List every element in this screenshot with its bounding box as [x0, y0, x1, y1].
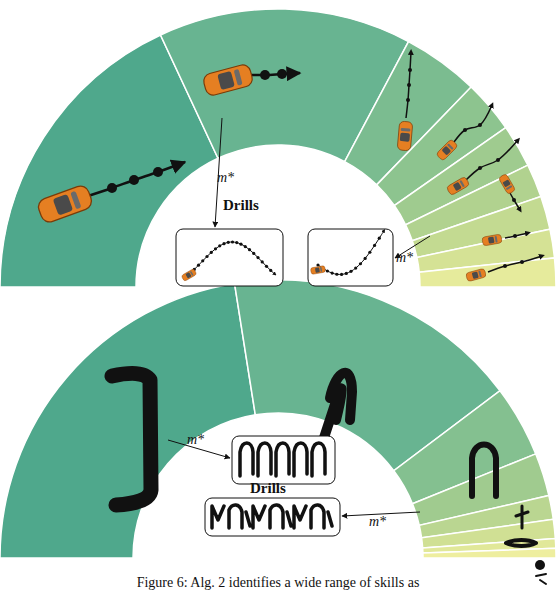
skill-fan	[0, 9, 556, 287]
waypoint	[478, 166, 482, 170]
drill-box	[205, 498, 340, 536]
waypoint	[520, 260, 524, 264]
pen-stroke	[112, 373, 151, 505]
skill-wedge	[423, 548, 556, 558]
trajectory	[510, 193, 520, 210]
waypoint	[277, 69, 287, 79]
drill-box	[176, 229, 283, 286]
waypoint	[153, 167, 163, 177]
skill-wedge	[419, 258, 556, 287]
trajectory	[505, 233, 528, 238]
waypoint	[478, 123, 482, 127]
trajectory	[488, 256, 542, 272]
mapping-label: m*	[396, 251, 413, 265]
pen-stroke	[472, 445, 496, 497]
pen-stroke	[506, 540, 536, 546]
waypoint	[260, 70, 270, 80]
car	[202, 63, 254, 97]
waypoint	[512, 198, 516, 202]
waypoint	[513, 234, 517, 238]
figure-caption: Figure 6: Alg. 2 identifies a wide range…	[0, 575, 556, 591]
car	[446, 176, 470, 195]
car	[397, 121, 413, 151]
mapping-label: m*	[369, 515, 386, 529]
pen-dot	[535, 560, 545, 570]
mapping-label: m*	[187, 433, 204, 447]
car	[466, 268, 487, 281]
drill-strokes	[212, 505, 332, 528]
waypoint	[407, 83, 411, 87]
car	[436, 139, 458, 161]
trajectory	[454, 105, 492, 142]
skill-fan	[0, 280, 556, 558]
waypoint	[107, 183, 117, 193]
drill-box	[308, 229, 393, 286]
drill-path	[318, 231, 384, 275]
waypoint	[129, 175, 139, 185]
pen-stroke	[516, 506, 528, 528]
drill-path	[190, 242, 275, 274]
drill-box	[232, 436, 335, 484]
car	[310, 265, 325, 274]
waypoint	[406, 98, 410, 102]
car	[36, 184, 94, 225]
trajectory	[250, 73, 300, 75]
car	[181, 269, 197, 282]
pen-stroke	[536, 574, 546, 584]
car	[498, 173, 515, 194]
car	[482, 234, 502, 246]
drills-heading: Drills	[223, 198, 259, 213]
mapping-label: m*	[217, 171, 234, 185]
trajectory	[85, 162, 185, 197]
drills-heading: Drills	[250, 481, 286, 496]
waypoint	[463, 128, 467, 132]
waypoint	[503, 264, 507, 268]
waypoint	[496, 158, 500, 162]
drill-strokes	[240, 443, 325, 476]
waypoint	[408, 68, 412, 72]
trajectory	[466, 140, 518, 180]
trajectory	[406, 52, 411, 118]
